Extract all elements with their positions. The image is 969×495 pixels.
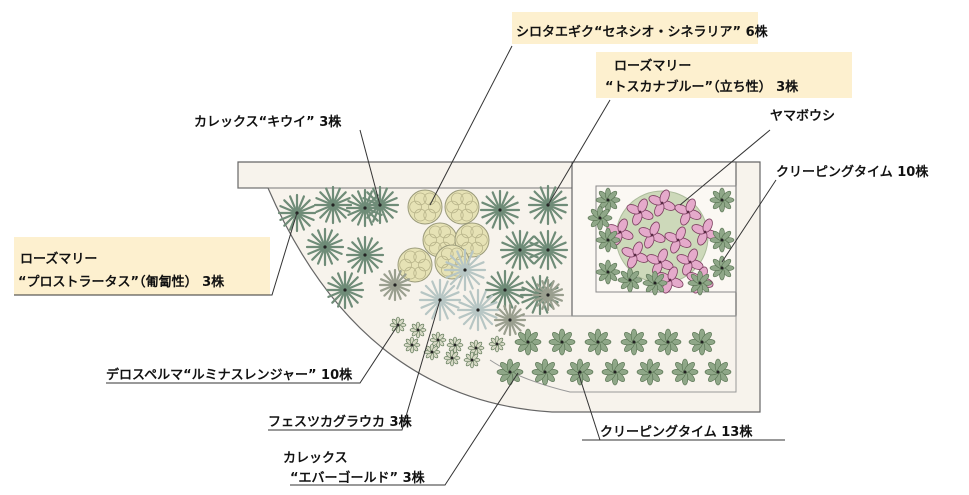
shirotae-plant [444,189,480,225]
creeping-thyme-13-plant [601,358,629,386]
delosperma-plant [429,331,447,349]
creeping-thyme-10-plant [687,270,713,296]
label-delosperma: デロスペルマ“ルミナスレンジャー” 10株 [106,367,353,383]
delosperma-plant [409,321,427,339]
yamaboushi-flower [621,241,649,269]
leader-delosperma [106,324,399,384]
leader-carex-kiwi [359,129,381,206]
rosemary-prostrate-plant [313,185,353,225]
label-rosemary-upright-line1: ローズマリー [614,58,691,74]
label-rosemary-prostrate-line2: “プロストラータス”（匍匐性） 3株 [18,274,225,290]
thyme-border-strip [489,315,737,393]
creeping-thyme-13-plant [514,328,542,356]
delosperma-plant [389,316,407,334]
label-rosemary-upright-line2: “トスカナブルー”（立ち性） 3株 [605,79,799,95]
creeping-thyme-13-plant [620,328,648,356]
rosemary-prostrate-plant [277,193,317,233]
creeping-thyme-10-plant [595,227,621,253]
label-shirotae: シロタエギク“セネシオ・シネラリア” 6株 [516,24,769,40]
festuca-plant [418,278,462,322]
creeping-thyme-13-plant [654,328,682,356]
label-rosemary-prostrate-line1: ローズマリー [20,251,97,267]
label-carex-ever-line1: カレックス [283,451,348,466]
leader-shirotae [429,45,513,206]
label-yamaboushi: ヤマボウシ [770,108,835,124]
creeping-thyme-13-plant [671,358,699,386]
rosemary-prostrate-plant [305,227,345,267]
delosperma-plant [443,349,461,367]
label-creeping-thyme-10: クリーピングタイム 10株 [776,164,929,180]
creeping-thyme-13-plant [566,358,594,386]
leader-rosemary-prostrate [14,212,298,296]
creeping-thyme-13-plant [688,328,716,356]
delosperma-plant [488,335,506,353]
leader-festuca [268,299,441,431]
yamaboushi-flower [626,198,654,226]
creeping-thyme-10-plant [709,255,735,281]
creeping-thyme-10-plant [709,187,735,213]
highlight-shirotae [512,12,758,44]
creeping-thyme-13-plant [704,358,732,386]
yamaboushi-flower [664,226,692,254]
delosperma-plant [446,336,464,354]
creeping-thyme-10-plant [709,227,735,253]
rosemary-upright-plant [479,189,521,231]
rosemary-prostrate-plant [345,235,385,275]
creeping-thyme-13-plant [636,358,664,386]
highlight-rosemary-upright [596,52,852,98]
yamaboushi-flower [674,198,702,226]
carex-plant [531,278,565,312]
leader-lines [14,45,785,486]
leader-rosemary-upright [547,99,611,206]
delosperma-plant [467,339,485,357]
creeping-thyme-13-plant [548,328,576,356]
yamaboushi-flower [638,221,666,249]
creeping-thyme-13-plant [496,358,524,386]
festuca-plant [456,288,500,332]
rosemary-upright-plant [527,184,569,226]
carex-plant [378,268,412,302]
label-highlights [14,12,852,295]
delosperma-plant [463,351,481,369]
yamaboushi-flower [646,248,674,276]
leader-yamaboushi [679,129,771,206]
delosperma-plant [403,336,421,354]
shirotae-plant [407,189,443,225]
creeping-thyme-13-plant [584,328,612,356]
leader-carex-ever [290,372,519,486]
creeping-thyme-10-plant [595,259,621,285]
creeping-thyme-10-plant [617,267,643,293]
festuca-plant [443,248,487,292]
plant-labels: シロタエギク“セネシオ・シネラリア” 6株 ローズマリー “トスカナブルー”（立… [18,24,929,486]
leader-creeping-thyme-10 [721,179,777,263]
delosperma-plant [423,343,441,361]
shirotae-plant [397,247,433,283]
leader-creeping-thyme-13-tail [577,371,601,441]
yamaboushi-flower [676,248,704,276]
rosemary-prostrate-plant [325,270,365,310]
label-carex-kiwi: カレックス“キウイ” 3株 [194,114,342,130]
creeping-thyme-10-plant [642,270,668,296]
highlight-rosemary-prostrate [14,237,270,295]
rosemary-upright-plant [527,229,569,271]
creeping-thyme-13-plant [531,358,559,386]
carex-plant [493,303,527,337]
plants-layer [277,184,735,386]
label-festuca: フェスツカグラウカ 3株 [268,414,413,430]
shirotae-plant [454,222,490,258]
label-carex-ever-line2: “エバーゴールド” 3株 [290,470,426,486]
label-creeping-thyme-13: クリーピングタイム 13株 [600,424,753,440]
creeping-thyme-10-plant [587,205,613,231]
